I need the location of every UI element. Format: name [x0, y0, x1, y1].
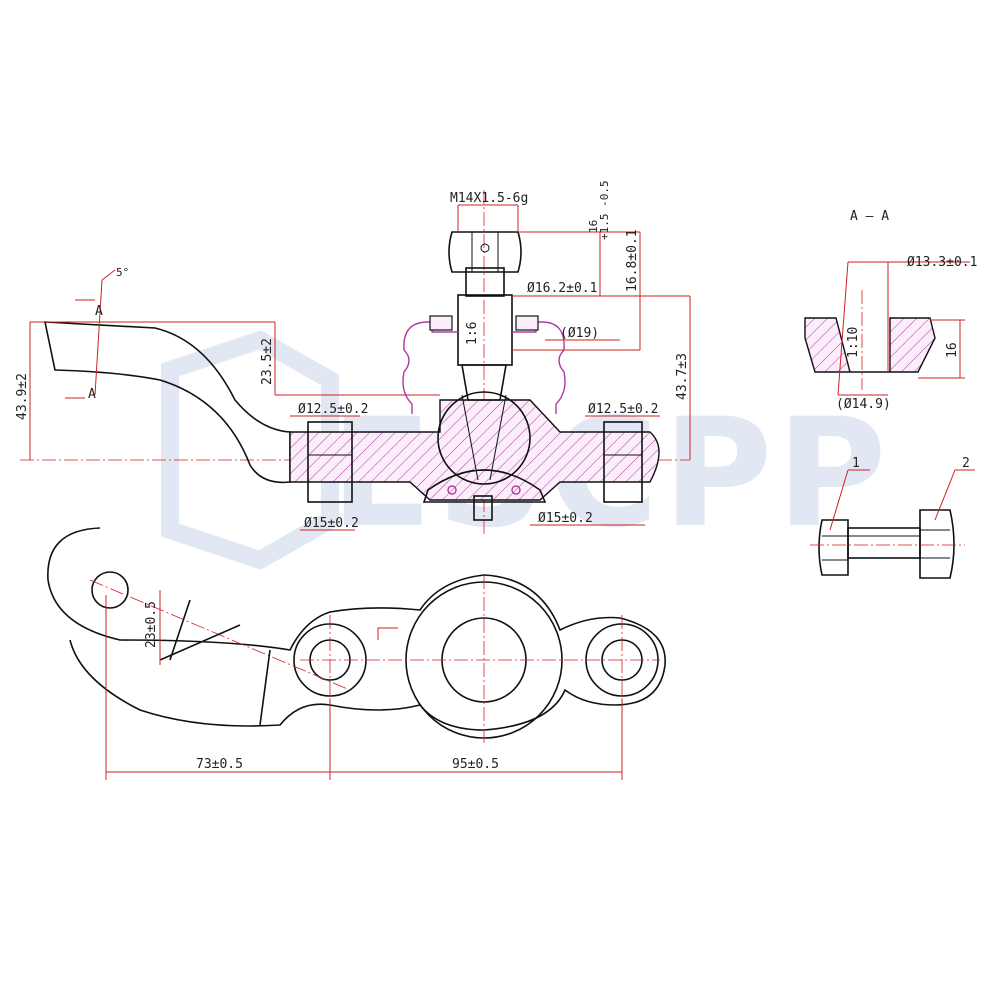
- bolt-detail: 1 2: [810, 456, 975, 579]
- dim-bush-left-top: Ø12.5±0.2: [298, 402, 368, 417]
- dim-thread: M14X1.5-6g: [450, 191, 528, 206]
- bushing-left: [307, 421, 353, 503]
- pivot-eye: [91, 571, 129, 609]
- dim-stud-dia: Ø16.2±0.1: [527, 281, 597, 296]
- dim-bush-right-bot: Ø15±0.2: [538, 511, 593, 526]
- lower-cup: [422, 469, 547, 503]
- dim-bush-left-bot: Ø15±0.2: [304, 516, 359, 531]
- dim-span-left: 73±0.5: [196, 757, 243, 772]
- bushing-right: [603, 421, 643, 503]
- body-section: [289, 399, 660, 501]
- cut-mark-bottom: A: [88, 387, 96, 402]
- dust-boot: [402, 321, 566, 414]
- dim-sec-bot: (Ø14.9): [836, 397, 891, 412]
- angle-label: 5°: [116, 266, 129, 279]
- dim-nut-height: 16: [587, 220, 600, 233]
- top-outline: [47, 527, 666, 731]
- dim-boot-dia: (Ø19): [560, 326, 599, 341]
- top-view: 23±0.5 73±0.5 95±0.5: [47, 527, 666, 780]
- arm-outline: [44, 321, 291, 484]
- ball-joint: [437, 391, 531, 485]
- dim-stud-len: 16.8±0.1: [625, 229, 640, 292]
- dim-nut-tol: +1.5 -0.5: [598, 180, 611, 240]
- dim-offset: 23±0.5: [144, 601, 159, 648]
- dim-span-right: 95±0.5: [452, 757, 499, 772]
- section-aa: A — A Ø13.3±0.1 (Ø14.9) 1:10 16: [804, 209, 977, 412]
- hex-nut: [818, 519, 849, 576]
- bolt-head: [919, 509, 955, 579]
- dim-arm-height: 43.9±2: [15, 373, 30, 420]
- castle-nut: [448, 231, 522, 273]
- section-aa-body: [804, 317, 936, 373]
- dim-sec-taper: 1:10: [846, 327, 861, 358]
- callout-2: 2: [962, 456, 970, 471]
- dim-taper-main: 1:6: [465, 322, 480, 345]
- dim-sec-top: Ø13.3±0.1: [907, 255, 977, 270]
- callout-1: 1: [852, 456, 860, 471]
- dim-sec-height: 16: [945, 342, 960, 358]
- dim-overall-height: 43.7±3: [675, 353, 690, 400]
- cut-mark-top: A: [95, 304, 103, 319]
- section-label: A — A: [850, 209, 889, 224]
- dim-bush-right-top: Ø12.5±0.2: [588, 402, 658, 417]
- dim-arm-drop: 23.5±2: [260, 338, 275, 385]
- front-section-view: M14X1.5-6g 16 +1.5 -0.5 Ø16.2±0.1 16.8±0…: [15, 180, 691, 535]
